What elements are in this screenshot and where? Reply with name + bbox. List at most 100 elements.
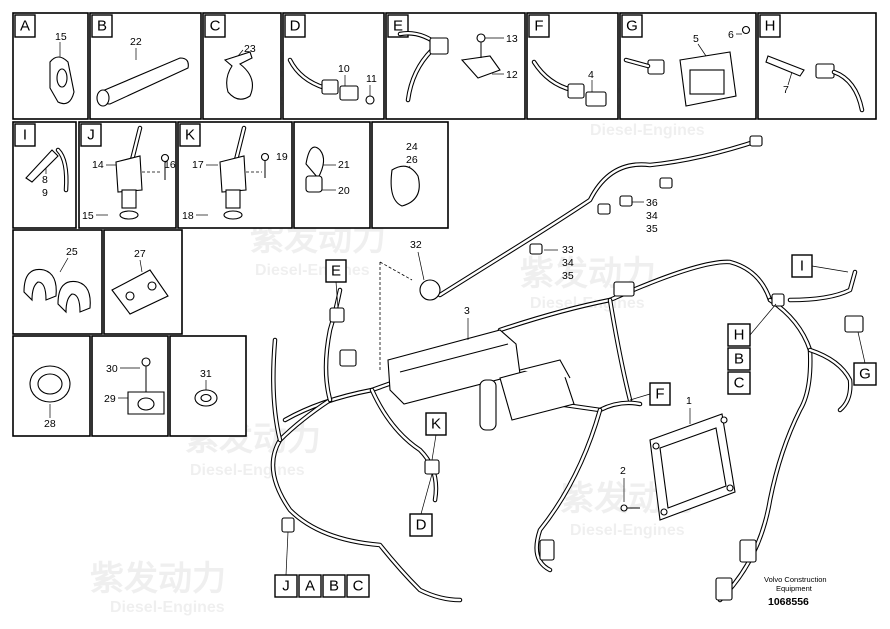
part-number: 16 <box>164 159 176 171</box>
o-ring-icon <box>119 210 139 220</box>
inset-B: B 22 <box>89 12 202 120</box>
speed-sensor-icon <box>115 155 143 193</box>
part-number: 33 <box>562 244 574 256</box>
part-number: 3 <box>464 305 470 317</box>
part-number: 13 <box>506 33 518 45</box>
part-number: 23 <box>244 43 256 55</box>
part-number: 19 <box>276 151 288 163</box>
screw-icon <box>160 153 170 163</box>
p-clip-icon <box>23 268 57 302</box>
inset-D: D 10 11 <box>282 12 385 120</box>
connector-icon <box>339 349 357 367</box>
inset-E: E 13 12 <box>385 12 526 120</box>
part-number: 14 <box>92 159 104 171</box>
callout-letter: J <box>282 578 290 595</box>
part-number: 2 <box>620 465 626 477</box>
inset-clips-25: 25 <box>12 229 103 335</box>
drawing-number: 1068556 <box>768 596 809 608</box>
part-number: 34 <box>562 257 574 269</box>
part-number: 11 <box>366 73 377 85</box>
part-number: 25 <box>66 246 78 258</box>
inset-letter: K <box>185 127 195 144</box>
bolt-icon <box>141 357 151 367</box>
watermark-brand: 紫发动力 <box>90 560 226 598</box>
temperature-sensor-icon <box>25 149 59 183</box>
o-ring-icon <box>223 210 243 220</box>
connector-icon <box>771 293 785 307</box>
part-number: 5 <box>693 33 699 45</box>
drawing-footer: Volvo Construction Equipment 1068556 <box>764 575 827 608</box>
inset-letter: C <box>210 18 221 35</box>
part-number: 21 <box>338 159 350 171</box>
callout-letter: B <box>734 351 744 368</box>
part-number: 27 <box>134 248 146 260</box>
part-number: 4 <box>588 69 594 81</box>
connector-icon <box>429 37 449 55</box>
part-number: 9 <box>42 187 48 199</box>
connector-icon <box>715 577 733 601</box>
inset-ring-28: 28 <box>12 335 91 437</box>
callout-letter: F <box>655 386 664 403</box>
inset-letter: A <box>20 18 30 35</box>
part-number: 35 <box>646 223 658 235</box>
callout-letter: C <box>353 578 364 595</box>
solenoid-valve-block-icon <box>387 329 521 405</box>
part-number: 34 <box>646 210 658 222</box>
callout-letter: A <box>305 578 315 595</box>
part-number: 6 <box>728 29 734 41</box>
callout-letter: B <box>329 578 339 595</box>
inset-letter: F <box>534 18 543 35</box>
part-number: 15 <box>55 31 67 43</box>
callout-letter: K <box>431 416 441 433</box>
connector-icon <box>739 539 757 563</box>
inset-letter: B <box>97 18 107 35</box>
part-number: 22 <box>130 36 142 48</box>
mounting-plate-icon <box>111 269 169 315</box>
part-number: 7 <box>783 84 789 96</box>
cable-clamp-icon <box>223 51 253 100</box>
inset-letter: H <box>765 18 776 35</box>
sensor-32-icon <box>419 279 441 301</box>
inset-nut-31: 31 <box>169 335 247 437</box>
screw-icon <box>260 152 270 162</box>
inset-letter: G <box>626 18 638 35</box>
inset-F: F 4 <box>526 12 619 120</box>
inset-clamp-29-30: 30 29 <box>91 335 169 437</box>
cable-tie-icon <box>305 146 325 179</box>
part-number: 20 <box>338 185 350 197</box>
inset-letter: D <box>290 18 301 35</box>
part-number: 15 <box>82 210 94 222</box>
screw-icon <box>476 33 486 43</box>
watermark-subtitle: Diesel-Engines <box>570 522 685 539</box>
seal-ring-icon <box>365 95 375 105</box>
connector-icon <box>613 281 635 297</box>
callout-C <box>727 371 751 395</box>
part-number: 29 <box>104 393 116 405</box>
inset-clamp-20-21: 21 20 <box>293 121 371 229</box>
screw-icon <box>741 25 751 35</box>
cable-strap-icon <box>390 165 420 207</box>
part-number: 35 <box>562 270 574 282</box>
connector-icon <box>321 79 339 95</box>
inset-letter: I <box>23 127 27 144</box>
inset-tie-24-26: 24 26 <box>371 121 449 229</box>
part-number: 24 <box>406 141 418 153</box>
connector-icon <box>844 315 864 333</box>
watermark-subtitle: Diesel-Engines <box>190 462 305 479</box>
part-number: 17 <box>192 159 204 171</box>
speed-sensor-icon <box>219 155 247 193</box>
inset-C: C 23 <box>202 12 282 120</box>
watermark-subtitle: Diesel-Engines <box>110 599 225 616</box>
footer-company-2: Equipment <box>776 584 813 593</box>
connector-icon <box>567 83 585 99</box>
part-number: 10 <box>338 63 350 75</box>
watermark-subtitle: Diesel-Engines <box>590 122 705 139</box>
inset-G: G 5 6 <box>619 12 757 120</box>
sensor-icon <box>765 55 805 77</box>
part-number: 31 <box>200 368 212 380</box>
connector-icon <box>647 59 665 75</box>
connector-icon <box>539 539 555 561</box>
callout-letter: I <box>800 258 804 275</box>
inset-letter: J <box>87 127 95 144</box>
